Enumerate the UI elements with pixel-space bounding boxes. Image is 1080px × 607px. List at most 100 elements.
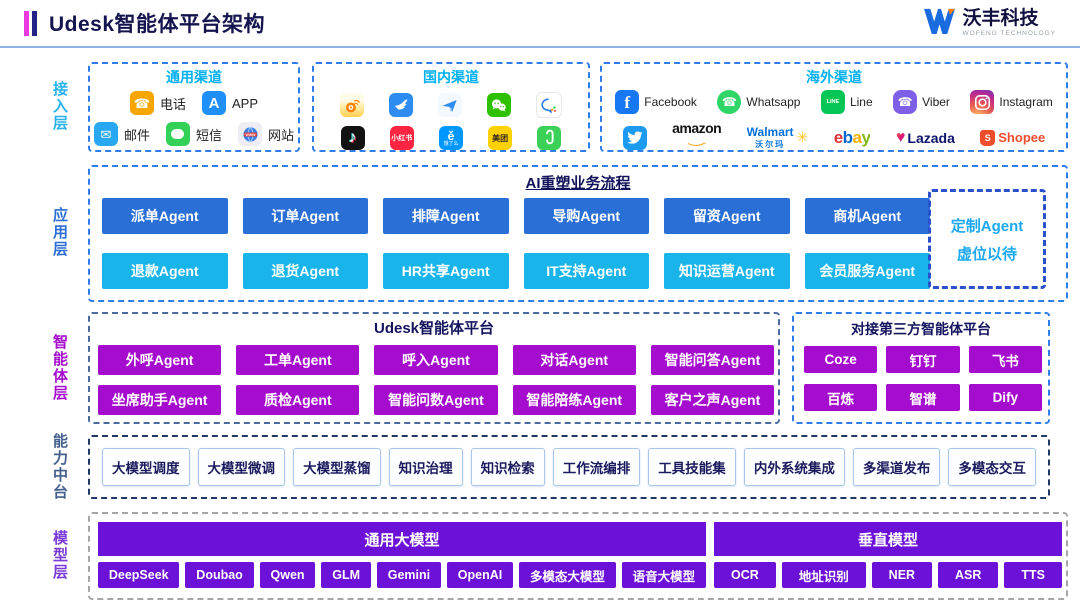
channel-label: 短信 <box>195 127 222 143</box>
domestic-channels-title: 国内渠道 <box>423 69 479 85</box>
platform-button: Coze <box>804 346 878 373</box>
channel-item: ☎ 电话 <box>129 91 186 115</box>
channel-label: Viber <box>922 95 950 109</box>
channel-item: f Facebook <box>615 90 697 114</box>
custom-agent-placeholder-box: 定制Agent 虚位以待 <box>928 189 1046 289</box>
agent-button: 质检Agent <box>236 385 360 415</box>
third-party-title: 对接第三方智能体平台 <box>851 321 991 337</box>
lazada-icon: ♥Lazada <box>895 128 955 146</box>
agent-button: 退货Agent <box>242 253 368 289</box>
model-button: 语音大模型 <box>621 562 706 588</box>
agent-button: 导购Agent <box>523 198 649 234</box>
facebook-icon: f <box>615 90 640 114</box>
agent-button: IT支持Agent <box>523 253 649 289</box>
channel-item: 短信 <box>165 122 222 146</box>
model-button: 多模态大模型 <box>519 562 616 588</box>
ebay-icon: ebay <box>833 127 871 147</box>
capability-button: 大模型调度 <box>102 448 190 486</box>
general-channels-title: 通用渠道 <box>166 69 222 85</box>
agent-button: 订单Agent <box>242 198 368 234</box>
overseas-channels-row1: f Facebook ☎ Whatsapp LINE Line ☎ Viber <box>602 90 1066 114</box>
weibo-icon <box>340 93 365 117</box>
sms-icon <box>165 122 190 146</box>
header: Udesk智能体平台架构 沃丰科技 WOFENG TECHNOLOGY <box>0 0 1080 48</box>
agent-button: 会员服务Agent <box>804 253 930 289</box>
brand-subtitle: WOFENG TECHNOLOGY <box>962 29 1056 37</box>
app-icon: A <box>202 91 226 115</box>
channel-label: 电话 <box>159 96 186 112</box>
model-button: DeepSeek <box>98 562 180 588</box>
agent-button: 智能问数Agent <box>374 385 498 415</box>
wechat-miniprogram-icon <box>537 126 562 150</box>
layer-label-application: 应用层 <box>52 207 68 258</box>
capability-button: 工作流编排 <box>552 448 641 486</box>
platform-button: Dify <box>968 384 1042 411</box>
general-channels-box: 通用渠道 ☎ 电话 A APP ✉ 邮件 <box>88 62 300 152</box>
model-button: Gemini <box>376 562 441 588</box>
agent-button: 派单Agent <box>102 198 228 234</box>
layer-label-capability: 能力中台 <box>52 433 68 501</box>
channel-label: 邮件 <box>123 127 150 143</box>
capability-button: 知识治理 <box>388 448 463 486</box>
channel-label: Line <box>849 95 873 109</box>
model-button: NER <box>871 562 933 588</box>
channel-label: Facebook <box>644 95 697 109</box>
agent-button: 排障Agent <box>383 198 509 234</box>
layer-label-model: 模型层 <box>52 530 68 581</box>
application-layer-title: AI重塑业务流程 <box>525 175 631 192</box>
title-accent-bar-navy <box>32 10 37 36</box>
platform-button: 飞书 <box>968 346 1042 373</box>
model-button: OpenAI <box>446 562 514 588</box>
model-button: GLM <box>321 562 371 588</box>
agent-button: 留资Agent <box>664 198 790 234</box>
general-channels-row1: ☎ 电话 A APP <box>90 91 298 115</box>
platform-button: 百炼 <box>804 384 878 411</box>
twitter-icon <box>622 125 647 150</box>
agent-button: 智能问答Agent <box>650 345 775 375</box>
capability-button: 大模型微调 <box>197 448 286 486</box>
domestic-channels-row1 <box>328 92 574 118</box>
vertical-models-header: 垂直模型 <box>714 522 1062 556</box>
channel-item: A APP <box>202 91 258 115</box>
overseas-channels-title: 海外渠道 <box>806 69 862 85</box>
agent-button: 对话Agent <box>512 345 636 375</box>
platform-button: 智谱 <box>886 384 960 411</box>
phone-icon: ☎ <box>129 91 154 115</box>
layer-label-access: 接入层 <box>52 81 68 132</box>
meituan-icon: 美团 <box>488 126 513 150</box>
mail-icon: ✉ <box>93 122 118 146</box>
channel-item: ✉ 邮件 <box>93 122 150 146</box>
capability-box: 大模型调度大模型微调大模型蒸馏知识治理知识检索工作流编排工具技能集内外系统集成多… <box>88 435 1050 499</box>
instagram-icon <box>970 90 995 114</box>
agent-button: 呼入Agent <box>374 345 498 375</box>
brand-name: 沃丰科技 <box>962 7 1039 29</box>
amazon-icon: amazon <box>672 121 721 154</box>
agent-button: 工单Agent <box>236 345 360 375</box>
custom-agent-line2: 虚位以待 <box>956 245 1017 263</box>
web-icon: WWW <box>238 122 262 146</box>
capability-button: 内外系统集成 <box>743 448 845 486</box>
page-title: Udesk智能体平台架构 <box>49 13 266 36</box>
agent-button: 外呼Agent <box>98 345 222 375</box>
channel-item: Instagram <box>970 90 1053 114</box>
general-models-header: 通用大模型 <box>98 522 706 556</box>
application-layer-box: AI重塑业务流程 派单Agent 订单Agent 排障Agent 导购Agent 留资A… <box>88 165 1068 302</box>
whatsapp-icon: ☎ <box>717 90 742 114</box>
xiaohongshu-icon: 小红书 <box>389 126 414 150</box>
